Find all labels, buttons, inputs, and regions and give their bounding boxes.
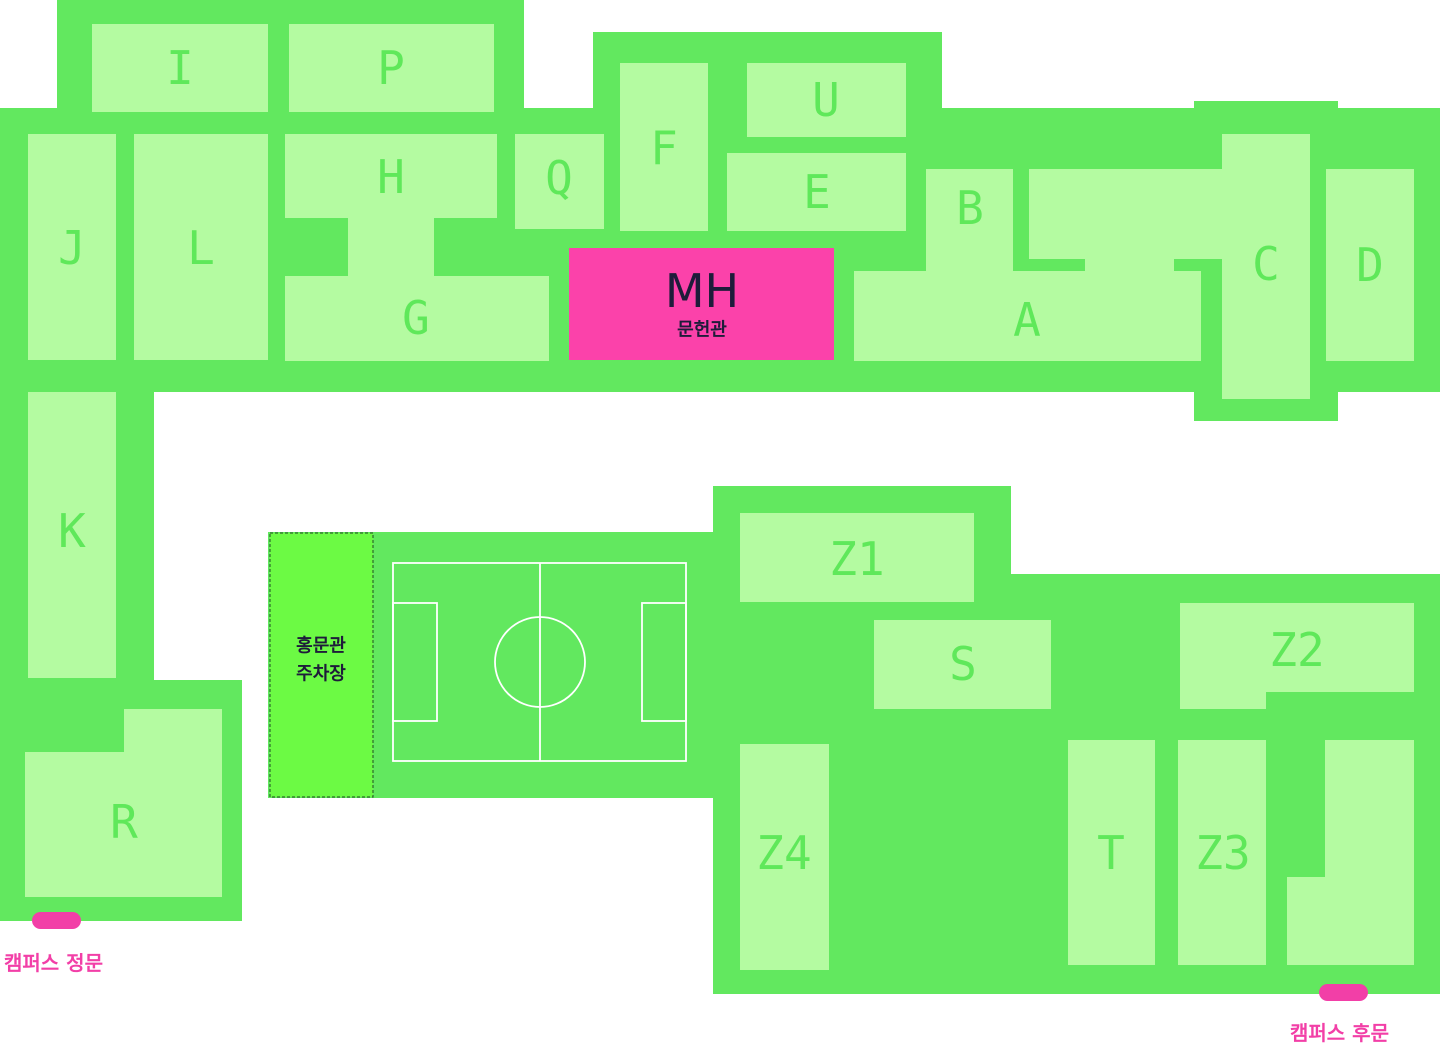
- field-right-penalty-box: [641, 602, 687, 722]
- building-d[interactable]: [1326, 169, 1414, 361]
- parking-lot-label-line1: 홍문관: [296, 635, 346, 657]
- back-gate-marker[interactable]: [1319, 984, 1368, 1001]
- label-q: Q: [545, 151, 573, 205]
- parking-lot-label-line2: 주차장: [296, 664, 346, 685]
- building-i[interactable]: [92, 24, 268, 112]
- field-center-circle: [494, 616, 586, 708]
- label-h: H: [377, 150, 405, 204]
- building-j[interactable]: [28, 134, 116, 360]
- building-e[interactable]: [727, 153, 906, 231]
- building-z2[interactable]: [1180, 603, 1414, 709]
- building-p[interactable]: [289, 24, 494, 112]
- label-j: J: [58, 221, 86, 275]
- building-mh[interactable]: MH 문헌관: [569, 248, 834, 360]
- building-labels: I P F U J L H Q E B C D G A K R Z1 S Z2 …: [58, 41, 1384, 880]
- parking-lot-area: [269, 532, 374, 798]
- building-z3[interactable]: [1178, 740, 1266, 965]
- building-s[interactable]: [874, 620, 1051, 709]
- label-z1: Z1: [829, 532, 884, 586]
- label-b: B: [956, 181, 984, 235]
- label-z4: Z4: [756, 826, 811, 880]
- field-left-penalty-box: [392, 602, 438, 722]
- label-z2: Z2: [1269, 623, 1324, 677]
- main-gate-label: 캠퍼스 정문: [4, 951, 103, 975]
- label-z3: Z3: [1195, 826, 1250, 880]
- label-a: A: [1013, 293, 1041, 347]
- buildings: [25, 24, 1414, 970]
- label-e: E: [803, 165, 831, 219]
- label-d: D: [1356, 238, 1384, 292]
- main-gate-marker[interactable]: [32, 912, 81, 929]
- building-q[interactable]: [515, 134, 604, 229]
- label-c: C: [1252, 237, 1280, 291]
- building-unnamed[interactable]: [1287, 740, 1414, 965]
- building-z1[interactable]: [740, 513, 974, 602]
- label-r: R: [110, 795, 138, 849]
- back-gate-label: 캠퍼스 후문: [1290, 1021, 1389, 1045]
- label-g: G: [402, 291, 430, 345]
- building-mh-code: MH: [665, 264, 739, 318]
- building-r[interactable]: [25, 709, 222, 897]
- building-mh-name: 문헌관: [677, 320, 727, 341]
- building-k[interactable]: [28, 392, 116, 678]
- building-c[interactable]: [1222, 134, 1310, 399]
- building-t[interactable]: [1068, 740, 1155, 965]
- label-f: F: [650, 121, 678, 175]
- building-z4[interactable]: [740, 744, 829, 970]
- building-b-a[interactable]: [854, 169, 1222, 361]
- building-mh-box: [569, 248, 834, 360]
- label-l: L: [187, 221, 215, 275]
- label-i: I: [166, 41, 194, 95]
- soccer-field: [392, 562, 687, 762]
- label-k: K: [58, 504, 86, 558]
- label-u: U: [812, 73, 840, 127]
- building-l[interactable]: [134, 134, 268, 360]
- building-h-g[interactable]: [285, 134, 549, 361]
- label-p: P: [377, 41, 405, 95]
- building-f[interactable]: [620, 63, 708, 231]
- parking-lot[interactable]: 홍문관 주차장: [269, 532, 374, 798]
- building-u[interactable]: [747, 63, 906, 137]
- label-t: T: [1097, 826, 1125, 880]
- label-s: S: [949, 637, 977, 691]
